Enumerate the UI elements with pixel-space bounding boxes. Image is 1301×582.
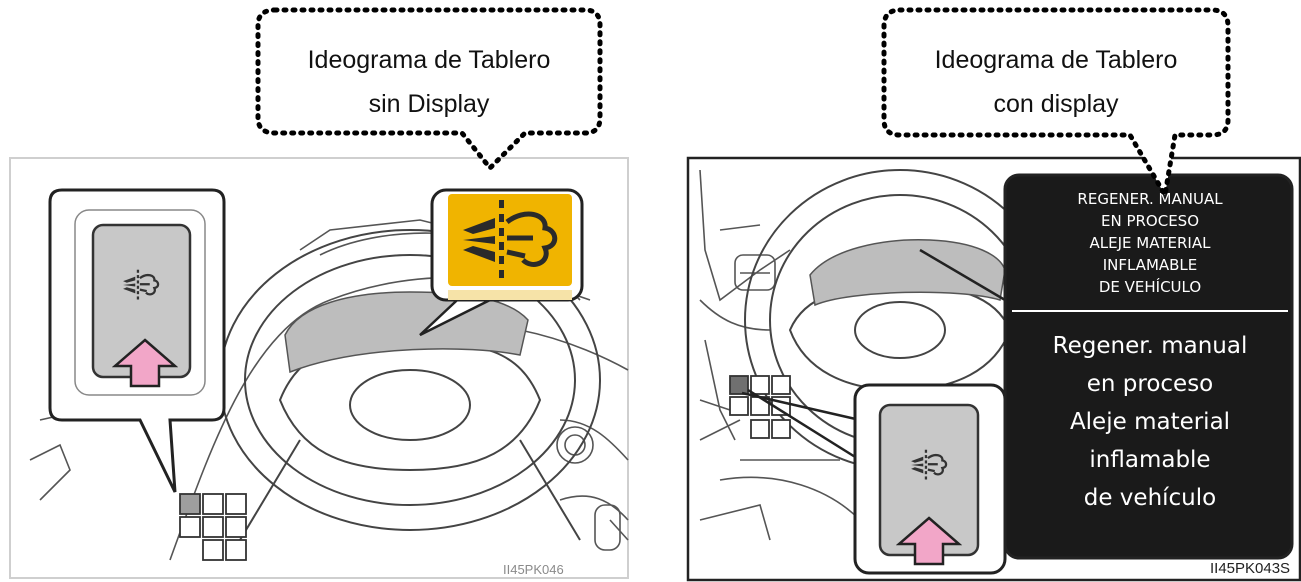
display-lower-line: Regener. manual — [1052, 333, 1248, 359]
right-switch-dpf-icon — [911, 449, 948, 480]
left-callout-bubble — [255, 7, 603, 172]
right-figure-code: II45PK043S — [1210, 560, 1291, 577]
display-upper-line: ALEJE MATERIAL — [1089, 234, 1211, 252]
left-callout-line2: sin Display — [368, 90, 490, 118]
right-switch-panel — [729, 375, 791, 439]
left-switch-panel — [179, 493, 247, 561]
right-dashboard-drawing — [699, 169, 861, 541]
up-arrow-icon — [112, 338, 178, 388]
display-lower-line: inflamable — [1089, 447, 1211, 473]
right-callout-text: Ideograma de Tablero con display — [888, 38, 1224, 126]
display-upper-line: DE VEHÍCULO — [1098, 278, 1202, 296]
display-lower-line: Aleje material — [1069, 409, 1231, 435]
right-callout-bubble — [881, 7, 1231, 203]
display-upper-line: INFLAMABLE — [1102, 256, 1198, 274]
display-lower-line: en proceso — [1086, 371, 1214, 397]
left-switch-dpf-icon — [123, 269, 160, 300]
dpf-regeneration-icon — [463, 200, 558, 278]
left-callout-text: Ideograma de Tablero sin Display — [262, 38, 596, 126]
display-upper-line: REGENER. MANUAL — [1077, 190, 1223, 208]
right-callout-line2: con display — [993, 90, 1119, 118]
display-upper-text: REGENER. MANUAL EN PROCESO ALEJE MATERIA… — [1012, 188, 1288, 298]
display-upper-line: EN PROCESO — [1100, 212, 1200, 230]
display-lower-line: de vehículo — [1083, 485, 1217, 511]
left-callout-line1: Ideograma de Tablero — [307, 46, 551, 74]
right-callout-line1: Ideograma de Tablero — [934, 46, 1178, 74]
right-meter-cluster — [809, 239, 1006, 307]
right-up-arrow-icon — [896, 516, 962, 566]
display-lower-text: Regener. manual en proceso Aleje materia… — [1012, 327, 1288, 517]
multi-info-display — [1003, 173, 1294, 560]
left-figure-code: II45PK046 — [503, 562, 564, 577]
